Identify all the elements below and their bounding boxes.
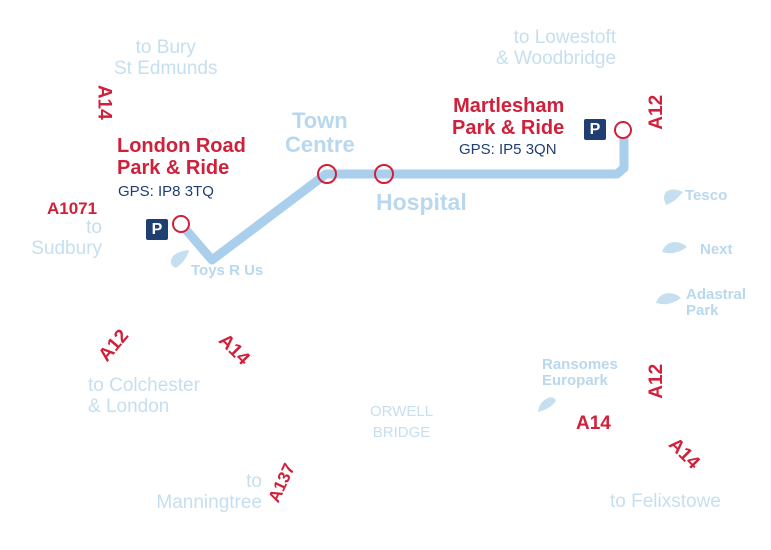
landmark-next: Next — [700, 241, 733, 258]
stop-hospital[interactable] — [374, 164, 394, 184]
orwell-line1: ORWELL — [370, 403, 434, 420]
stop-label-town-centre: Town Centre — [285, 109, 355, 157]
ransomes-line1: Ransomes — [542, 356, 618, 373]
london-road-title-line2: Park & Ride — [117, 156, 230, 179]
dest-colchester-line1: to Colchester — [88, 375, 200, 396]
dest-bury-line1: to Bury — [135, 37, 196, 58]
london-road-gps: GPS: IP8 3TQ — [118, 183, 214, 200]
ransomes-pin-icon — [538, 397, 556, 412]
road-a1071: A1071 — [47, 199, 98, 218]
stop-martlesham[interactable] — [614, 121, 632, 139]
town-centre-line2: Centre — [285, 131, 355, 157]
martlesham-parking-badge-icon: P — [584, 119, 606, 140]
dest-manningtree-line2: Manningtree — [156, 491, 262, 513]
orwell-line2: BRIDGE — [372, 424, 431, 442]
martlesham-gps: GPS: IP5 3QN — [459, 141, 557, 158]
dest-colchester-line2: & London — [88, 395, 170, 417]
landmark-ransomes-europark: Ransomes Europark — [542, 356, 618, 390]
dest-felixstowe: to Felixstowe — [610, 491, 721, 512]
dest-bury: to Bury St Edmunds — [114, 37, 218, 79]
dest-lowestoft-line2: & Woodbridge — [496, 47, 617, 69]
road-a12-ne: A12 — [646, 94, 668, 130]
town-centre-line1: Town — [291, 108, 348, 133]
dest-bury-line2: St Edmunds — [114, 57, 218, 79]
landmark-toys-r-us: Toys R Us — [191, 262, 264, 279]
dest-lowestoft-line1: to Lowestoft — [513, 27, 617, 48]
bus-route-line — [176, 123, 629, 265]
stop-town-centre[interactable] — [317, 164, 337, 184]
dest-sudbury: to Sudbury — [18, 217, 102, 259]
tesco-pin-icon — [664, 189, 683, 205]
dest-manningtree-line1: to — [246, 471, 262, 492]
dest-manningtree: to Manningtree — [136, 471, 262, 513]
adastral-pin-icon — [656, 293, 681, 305]
road-a14-nw: A14 — [93, 84, 115, 120]
landmark-tesco: Tesco — [685, 187, 728, 204]
toys-r-us-pin-icon — [170, 250, 189, 268]
dest-lowestoft: to Lowestoft & Woodbridge — [496, 27, 617, 69]
london-road-title-line1: London Road — [117, 135, 246, 157]
dest-colchester: to Colchester & London — [88, 375, 200, 417]
dest-sudbury-line1: to — [86, 217, 102, 238]
ransomes-line2: Europark — [542, 372, 608, 390]
london-road-parking-badge-icon: P — [146, 219, 168, 240]
adastral-line1: Adastral — [686, 286, 747, 303]
martlesham-park-and-ride-title: Martlesham Park & Ride — [452, 95, 565, 139]
london-road-park-and-ride-title: London Road Park & Ride — [117, 135, 246, 179]
road-a12-se: A12 — [646, 363, 668, 399]
next-pin-icon — [662, 242, 687, 254]
road-a14-se1: A14 — [576, 413, 611, 434]
dest-sudbury-line2: Sudbury — [31, 237, 102, 259]
landmark-orwell-bridge: ORWELL BRIDGE — [370, 403, 434, 442]
martlesham-title-line2: Park & Ride — [452, 116, 565, 139]
landmark-adastral-park: Adastral Park — [686, 286, 747, 320]
martlesham-title-line1: Martlesham — [453, 95, 565, 117]
adastral-line2: Park — [686, 302, 719, 320]
stop-london-road[interactable] — [172, 215, 190, 233]
stop-label-hospital: Hospital — [376, 189, 467, 215]
